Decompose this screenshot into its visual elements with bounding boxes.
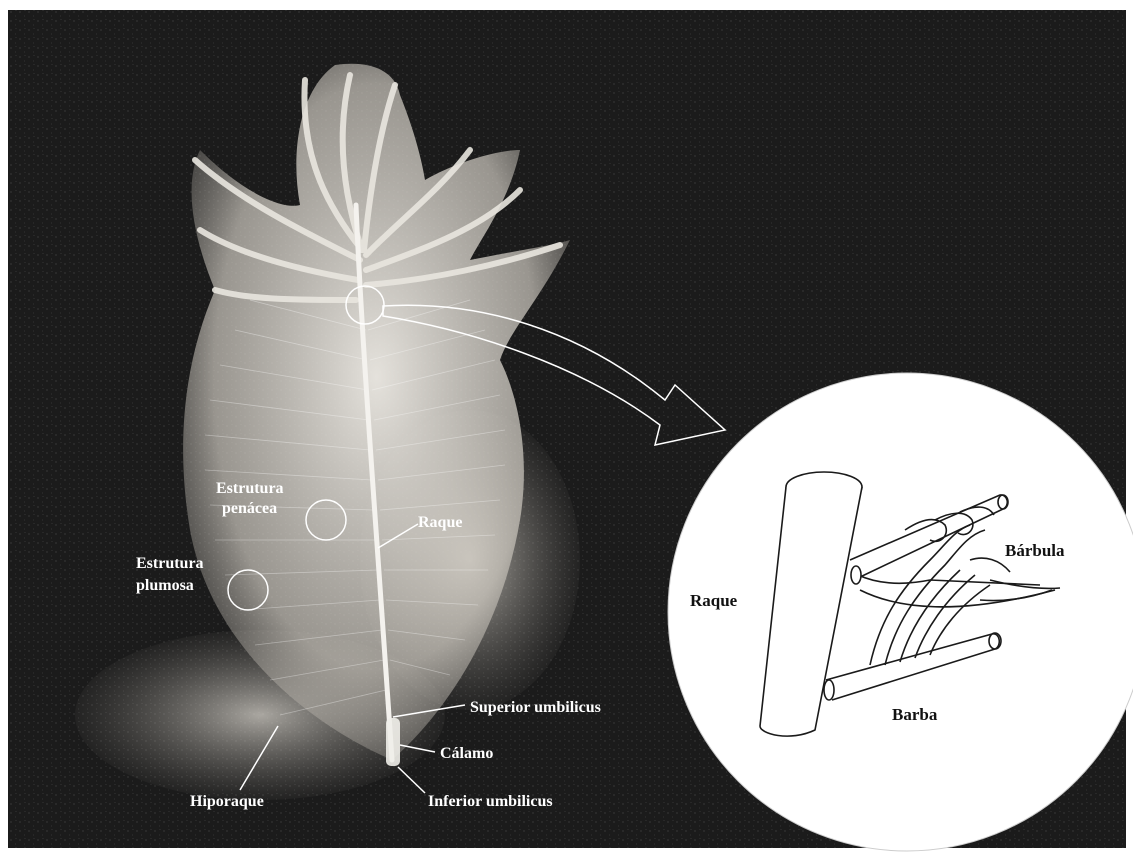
label-superior-umbilicus: Superior umbilicus — [470, 699, 601, 716]
label-barba: Barba — [892, 705, 938, 724]
label-estrutura-penacea-line1: Estrutura — [216, 480, 284, 497]
label-inferior-umbilicus: Inferior umbilicus — [428, 793, 553, 810]
label-raque-photo: Raque — [418, 514, 462, 531]
label-estrutura-plumosa-line1: Estrutura — [136, 555, 204, 572]
label-hiporaque: Hiporaque — [190, 793, 264, 810]
label-raque-inset: Raque — [690, 591, 738, 610]
label-estrutura-plumosa-line2: plumosa — [136, 577, 194, 594]
inset-circle — [668, 373, 1133, 851]
magnified-inset: Raque Bárbula Barba — [668, 373, 1133, 851]
feather-calamus — [386, 718, 400, 766]
label-calamo: Cálamo — [440, 745, 493, 762]
label-estrutura-penacea-line2: penácea — [222, 500, 277, 517]
label-barbula: Bárbula — [1005, 541, 1065, 560]
inset-barb-joint-upper — [851, 566, 861, 584]
inset-barb-joint-lower — [824, 680, 834, 700]
